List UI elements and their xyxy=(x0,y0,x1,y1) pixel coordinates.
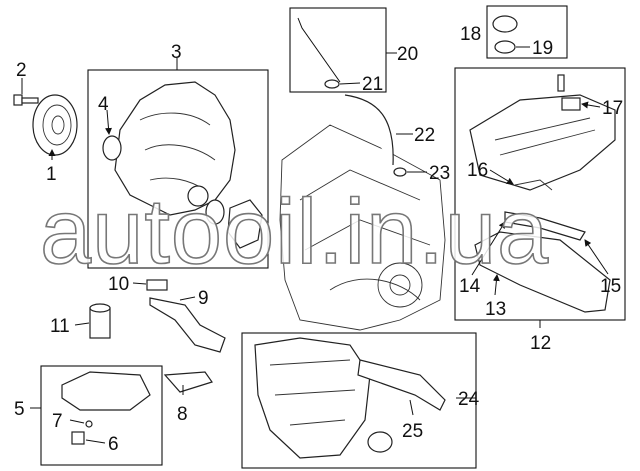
callout-10: 10 xyxy=(108,274,129,295)
o-ring-23 xyxy=(393,167,407,177)
callout-5: 5 xyxy=(14,399,25,420)
callout-24: 24 xyxy=(458,389,480,410)
o-ring-21 xyxy=(324,79,340,89)
callout-25: 25 xyxy=(402,421,423,442)
manifold-runners xyxy=(269,359,356,426)
baffle-8 xyxy=(163,371,213,393)
washer-7 xyxy=(85,420,93,428)
intake-gasket xyxy=(357,359,446,411)
dipstick-tube xyxy=(344,94,394,166)
pulley-bolt xyxy=(13,94,39,106)
callout-16: 16 xyxy=(467,160,488,181)
callout-15: 15 xyxy=(600,276,621,297)
valve-cover xyxy=(469,94,616,191)
drain-plug-6 xyxy=(71,431,85,445)
callout-8: 8 xyxy=(177,404,188,425)
sensor-17 xyxy=(561,97,581,111)
bolt xyxy=(557,74,565,92)
callout-17: 17 xyxy=(602,98,623,119)
box-intake-manifold xyxy=(241,332,477,469)
box-oil-cap xyxy=(486,5,568,59)
valve-cover-ribs xyxy=(494,117,596,156)
callout-20: 20 xyxy=(397,44,418,65)
gasket-16 xyxy=(514,179,553,191)
dipstick xyxy=(297,17,341,83)
callout-6: 6 xyxy=(108,434,119,455)
callout-18: 18 xyxy=(460,24,481,45)
callout-9: 9 xyxy=(198,288,209,309)
callout-11: 11 xyxy=(50,316,70,337)
valve-cover-gasket xyxy=(474,231,611,313)
gasket-10 xyxy=(146,279,168,291)
callout-23: 23 xyxy=(429,163,450,184)
callout-3: 3 xyxy=(171,42,182,63)
box-timing-cover xyxy=(87,69,269,269)
oil-filter xyxy=(89,303,111,339)
oil-pump xyxy=(187,185,263,249)
engine-block xyxy=(279,124,446,331)
callout-21: 21 xyxy=(362,74,383,95)
callout-22: 22 xyxy=(414,125,435,146)
callout-7: 7 xyxy=(52,411,63,432)
intake-manifold xyxy=(254,337,371,459)
callout-19: 19 xyxy=(532,38,553,59)
watermark: autooil.in.ua xyxy=(40,181,549,283)
callout-1: 1 xyxy=(46,164,57,185)
leader-lines xyxy=(21,46,609,444)
callout-12: 12 xyxy=(530,333,551,354)
oil-strainer xyxy=(149,297,226,353)
oil-pan xyxy=(61,371,151,411)
cap-gasket xyxy=(494,40,516,54)
callout-13: 13 xyxy=(485,299,506,320)
callout-14: 14 xyxy=(459,276,481,297)
timing-cover xyxy=(114,81,236,216)
oil-cap xyxy=(492,15,518,33)
seal-4 xyxy=(102,135,122,161)
crankshaft-pulley xyxy=(32,94,78,156)
throttle-seal xyxy=(367,431,393,453)
callout-2: 2 xyxy=(16,60,27,81)
callout-4: 4 xyxy=(98,94,109,115)
box-dipstick xyxy=(289,7,387,93)
box-oil-pan xyxy=(40,365,163,466)
